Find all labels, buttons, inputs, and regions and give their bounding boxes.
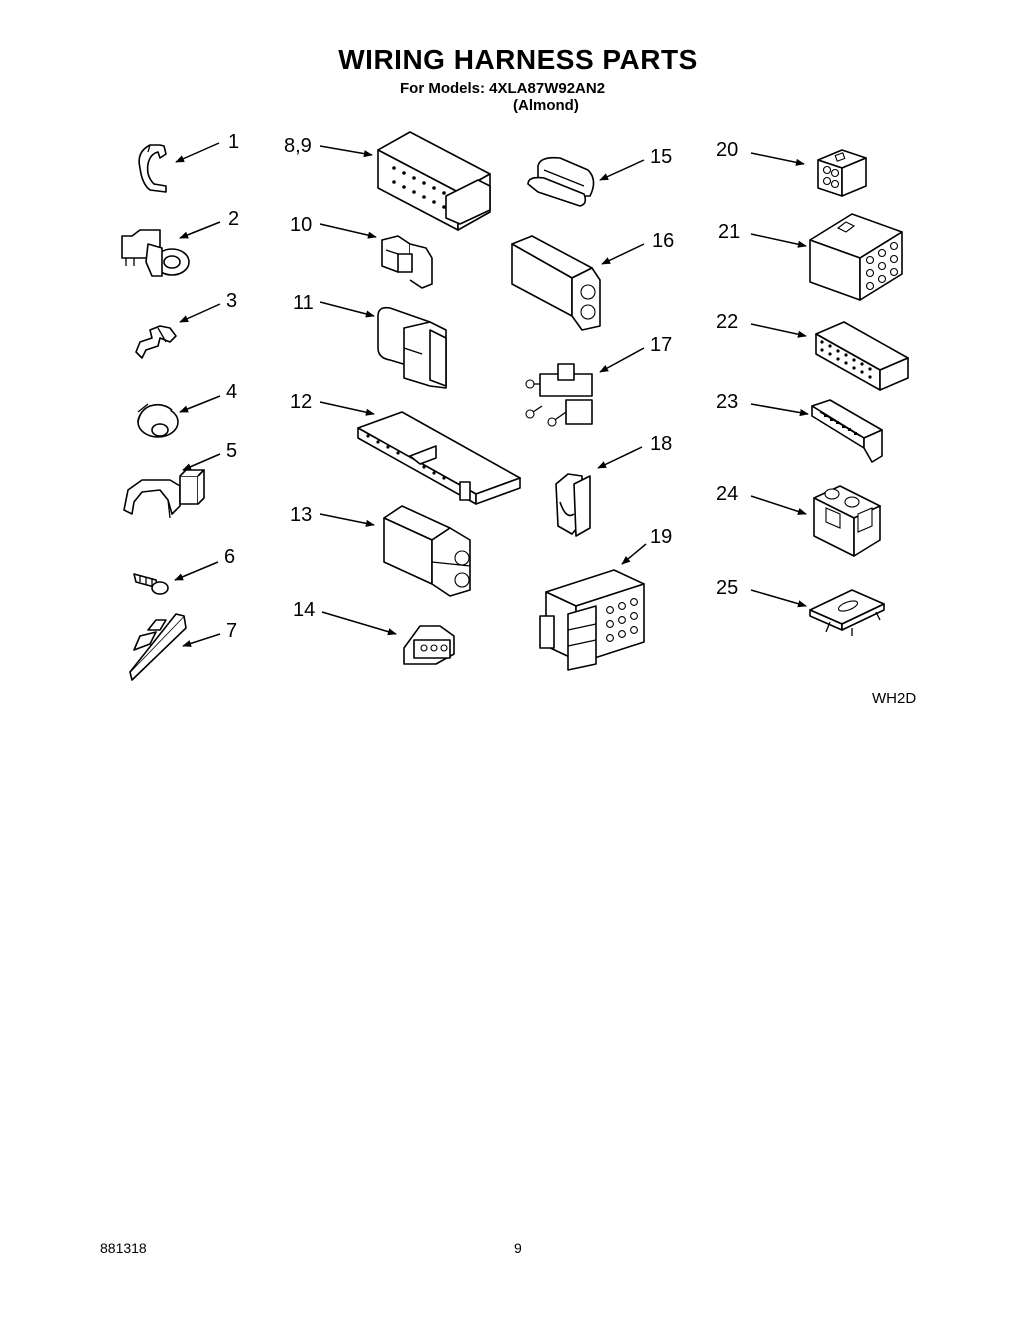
callout-15: 15 xyxy=(650,146,672,168)
callout-labels: 1 2 3 4 5 6 7 8,9 10 11 12 13 14 15 16 1… xyxy=(224,131,740,642)
part-2-ring-clamp xyxy=(121,229,190,277)
leader-arrow-4 xyxy=(179,395,221,413)
callout-7: 7 xyxy=(226,620,237,642)
leader-arrow-25 xyxy=(750,589,807,608)
leader-arrow-18 xyxy=(597,446,643,469)
leader-arrow-17 xyxy=(599,347,645,373)
callout-19: 19 xyxy=(650,526,672,548)
part-22-pin-header xyxy=(815,321,909,391)
part-13-dual-housing xyxy=(383,505,471,597)
callout-5: 5 xyxy=(226,440,237,462)
leader-arrow-20 xyxy=(750,152,805,166)
part-7-long-clip xyxy=(129,613,187,681)
leader-arrow-14 xyxy=(321,611,397,636)
callout-17: 17 xyxy=(650,334,672,356)
callout-21: 21 xyxy=(718,221,740,243)
part-4-grommet xyxy=(137,403,179,438)
part-19-large-connector xyxy=(539,569,645,671)
leader-arrow-13 xyxy=(319,513,375,527)
part-1-wire-clip xyxy=(138,144,167,193)
callout-11: 11 xyxy=(293,292,314,314)
leader-arrow-2 xyxy=(179,221,221,239)
leader-arrow-24 xyxy=(750,495,807,515)
leader-arrow-16 xyxy=(601,243,645,265)
part-6-screw xyxy=(133,573,169,595)
document-number: 881318 xyxy=(100,1240,147,1256)
callout-6: 6 xyxy=(224,546,235,568)
leader-arrow-8-9 xyxy=(319,145,373,158)
callout-2: 2 xyxy=(228,208,239,230)
part-20-small-block xyxy=(817,149,867,197)
part-21-large-block xyxy=(809,213,903,301)
part-10-terminal xyxy=(381,235,433,289)
part-8-9-connector xyxy=(377,131,491,231)
leader-arrow-3 xyxy=(179,303,221,323)
callout-3: 3 xyxy=(226,290,237,312)
callout-18: 18 xyxy=(650,433,672,455)
callout-12: 12 xyxy=(290,391,312,413)
callout-14: 14 xyxy=(293,599,315,621)
leader-arrow-5 xyxy=(182,453,221,471)
leader-arrow-15 xyxy=(599,159,645,181)
callout-22: 22 xyxy=(716,311,738,333)
diagram-code: WH2D xyxy=(872,690,917,707)
callout-25: 25 xyxy=(716,577,738,599)
callout-20: 20 xyxy=(716,139,738,161)
leader-arrow-10 xyxy=(319,223,377,239)
part-18-latch xyxy=(555,473,591,537)
leader-arrow-7 xyxy=(182,633,221,647)
callout-13: 13 xyxy=(290,504,312,526)
part-24-two-cavity-housing xyxy=(813,485,881,557)
part-25-mounting-plate xyxy=(809,589,885,636)
leader-arrow-11 xyxy=(319,301,375,318)
part-17-splice xyxy=(525,363,593,427)
leader-arrows xyxy=(174,142,809,647)
leader-arrow-12 xyxy=(319,401,375,416)
callout-10: 10 xyxy=(290,214,312,236)
part-12-terminal-strip xyxy=(357,411,521,505)
page-number: 9 xyxy=(514,1240,522,1256)
leader-arrow-1 xyxy=(175,142,220,163)
leader-arrow-22 xyxy=(750,323,807,338)
leader-arrow-23 xyxy=(750,403,809,417)
part-3-hook-clip xyxy=(135,325,177,359)
part-16-connector xyxy=(511,235,601,331)
page-title: WIRING HARNESS PARTS xyxy=(338,44,698,75)
leader-arrow-19 xyxy=(621,543,647,565)
callout-1: 1 xyxy=(228,131,239,153)
part-5-cable-clamp xyxy=(123,469,205,519)
part-11-housing xyxy=(377,306,447,389)
model-variant: (Almond) xyxy=(513,97,579,114)
leader-arrow-21 xyxy=(750,233,807,248)
part-15-sleeve xyxy=(527,156,595,207)
model-subtitle: For Models: 4XLA87W92AN2 xyxy=(400,80,606,97)
callout-4: 4 xyxy=(226,381,237,403)
leader-arrow-6 xyxy=(174,561,219,581)
callout-24: 24 xyxy=(716,483,738,505)
callout-23: 23 xyxy=(716,391,738,413)
part-23-plug xyxy=(811,399,883,463)
part-14-small-plug xyxy=(403,625,455,665)
callout-8-9: 8,9 xyxy=(284,135,312,157)
callout-16: 16 xyxy=(652,230,674,252)
